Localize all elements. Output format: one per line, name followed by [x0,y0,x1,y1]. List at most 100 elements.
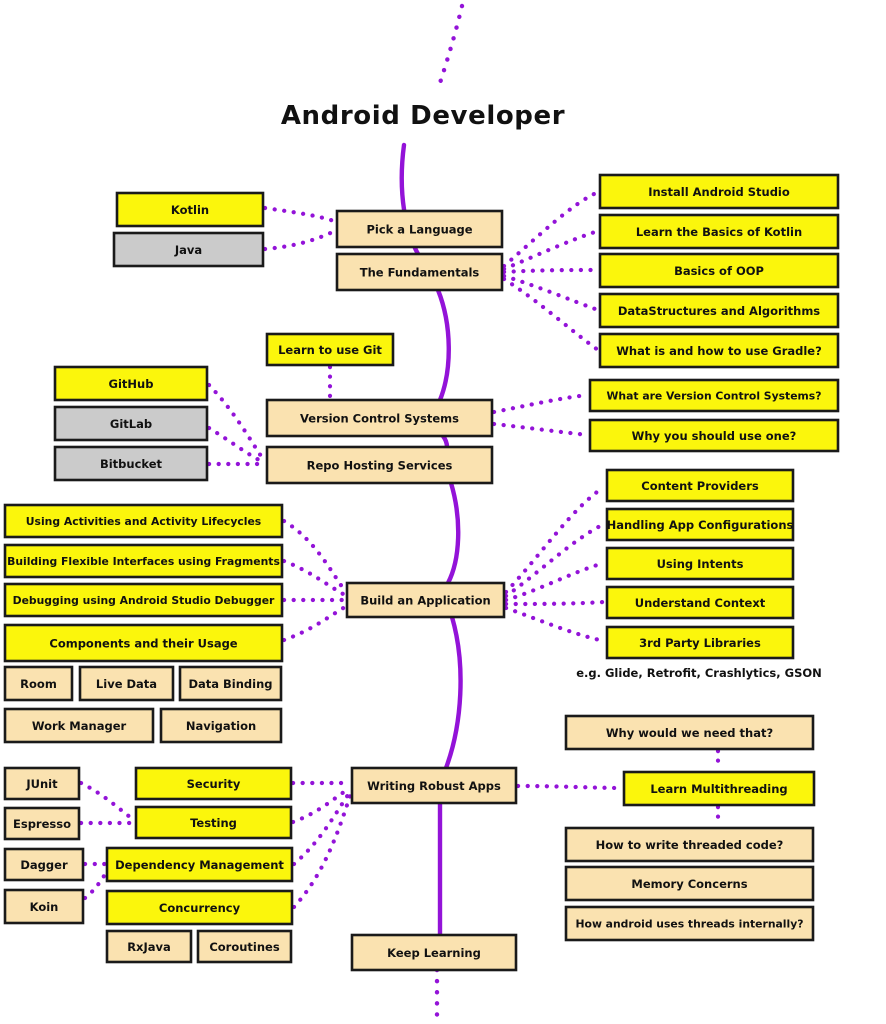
node-label-bitbucket: Bitbucket [100,457,163,471]
node-box-work-manager [3,707,155,744]
node-room[interactable]: Room [3,665,74,702]
node-learn-multithreading[interactable]: Learn Multithreading [622,770,816,807]
node-threads-internally[interactable]: How android uses threads internally? [564,905,815,942]
node-box-java [112,231,265,268]
connector-github-to-repo-hosting [206,382,268,465]
node-box-components-usage [3,623,284,663]
node-what-are-vcs[interactable]: What are Version Control Systems? [588,378,840,413]
connector-concurrency-to-writing-robust-apps [291,793,353,910]
node-box-basics-of-oop [598,252,840,289]
node-label-what-are-vcs: What are Version Control Systems? [607,390,822,403]
node-box-why-need-that [564,714,815,751]
node-label-gitlab: GitLab [110,417,152,431]
node-third-party-libraries[interactable]: 3rd Party Libraries [605,625,795,660]
node-koin[interactable]: Koin [3,888,85,925]
node-box-learn-basics-kotlin [598,213,840,250]
node-box-pick-a-language [335,209,504,249]
connector-using-activities-to-build-an-application [281,518,348,594]
node-dependency-management[interactable]: Dependency Management [105,846,294,883]
connector-build-an-application-to-content-providers [503,484,607,595]
node-box-junit [3,766,81,801]
node-threaded-code[interactable]: How to write threaded code? [564,826,815,863]
node-using-intents[interactable]: Using Intents [605,546,795,581]
node-label-third-party-libraries: 3rd Party Libraries [639,636,761,650]
node-pick-a-language[interactable]: Pick a Language [335,209,504,249]
node-testing[interactable]: Testing [134,805,293,840]
node-writing-robust-apps[interactable]: Writing Robust Apps [350,766,518,805]
node-content-providers[interactable]: Content Providers [605,468,795,503]
node-components-usage[interactable]: Components and their Usage [3,623,284,663]
node-label-build-an-application: Build an Application [360,594,490,608]
node-label-handling-app-config: Handling App Configurations [607,518,794,532]
spine-segment-spine-build [443,614,463,771]
node-memory-concerns[interactable]: Memory Concerns [564,865,815,902]
node-learn-basics-kotlin[interactable]: Learn the Basics of Kotlin [598,213,840,250]
spine-segment-spine-repo [445,480,461,586]
third-party-libraries-caption: e.g. Glide, Retrofit, Crashlytics, GSON [576,666,822,680]
node-label-datastructures: DataStructures and Algorithms [618,304,820,318]
node-java[interactable]: Java [112,231,265,268]
node-live-data[interactable]: Live Data [78,665,175,702]
node-label-basics-of-oop: Basics of OOP [674,264,764,278]
node-label-debugging: Debugging using Android Studio Debugger [13,594,275,607]
node-box-version-control [265,398,494,438]
node-box-rxjava [105,929,193,964]
node-keep-learning[interactable]: Keep Learning [350,933,518,972]
node-label-dagger: Dagger [20,858,68,872]
node-security[interactable]: Security [134,766,293,801]
node-box-navigation [159,707,283,744]
node-coroutines[interactable]: Coroutines [196,929,293,964]
node-github[interactable]: GitHub [53,365,209,402]
node-label-why-use-one: Why you should use one? [632,429,797,443]
node-navigation[interactable]: Navigation [159,707,283,744]
node-box-live-data [78,665,175,702]
page-title: Android Developer [281,101,565,131]
node-box-writing-robust-apps [350,766,518,805]
connector-the-fundamentals-to-basics-of-oop [501,267,601,275]
node-label-understand-context: Understand Context [635,596,766,610]
node-label-repo-hosting: Repo Hosting Services [307,459,453,473]
connector-build-an-application-to-third-party-libraries [503,605,607,644]
node-label-writing-robust-apps: Writing Robust Apps [367,779,501,793]
node-box-coroutines [196,929,293,964]
node-label-work-manager: Work Manager [32,719,127,733]
node-box-testing [134,805,293,840]
node-espresso[interactable]: Espresso [3,806,81,841]
node-bitbucket[interactable]: Bitbucket [53,445,209,482]
node-version-control[interactable]: Version Control Systems [265,398,494,438]
node-box-handling-app-config [605,507,795,542]
node-debugging[interactable]: Debugging using Android Studio Debugger [3,582,284,618]
node-junit[interactable]: JUnit [3,766,81,801]
node-box-kotlin [115,191,265,228]
node-flexible-interfaces[interactable]: Building Flexible Interfaces using Fragm… [3,543,284,579]
node-label-junit: JUnit [25,777,58,791]
node-label-live-data: Live Data [96,677,157,691]
node-concurrency[interactable]: Concurrency [105,889,294,926]
node-label-threaded-code: How to write threaded code? [596,838,784,852]
node-gradle[interactable]: What is and how to use Gradle? [598,332,840,369]
node-why-use-one[interactable]: Why you should use one? [588,418,840,453]
node-understand-context[interactable]: Understand Context [605,585,795,620]
node-build-an-application[interactable]: Build an Application [345,581,506,619]
node-install-android-studio[interactable]: Install Android Studio [598,173,840,210]
node-kotlin[interactable]: Kotlin [115,191,265,228]
node-learn-to-use-git[interactable]: Learn to use Git [265,332,395,367]
node-gitlab[interactable]: GitLab [53,405,209,442]
node-handling-app-config[interactable]: Handling App Configurations [605,507,795,542]
node-basics-of-oop[interactable]: Basics of OOP [598,252,840,289]
node-label-coroutines: Coroutines [209,940,280,954]
node-data-binding[interactable]: Data Binding [178,665,283,702]
node-box-the-fundamentals [335,252,504,292]
node-using-activities[interactable]: Using Activities and Activity Lifecycles [3,503,284,539]
node-work-manager[interactable]: Work Manager [3,707,155,744]
node-the-fundamentals[interactable]: The Fundamentals [335,252,504,292]
node-datastructures[interactable]: DataStructures and Algorithms [598,292,840,329]
node-repo-hosting[interactable]: Repo Hosting Services [265,445,494,485]
node-why-need-that[interactable]: Why would we need that? [564,714,815,751]
node-label-using-intents: Using Intents [657,557,744,571]
node-rxjava[interactable]: RxJava [105,929,193,964]
node-label-espresso: Espresso [13,817,71,831]
node-dagger[interactable]: Dagger [3,847,85,882]
connector-java-to-pick-a-language [262,227,340,252]
